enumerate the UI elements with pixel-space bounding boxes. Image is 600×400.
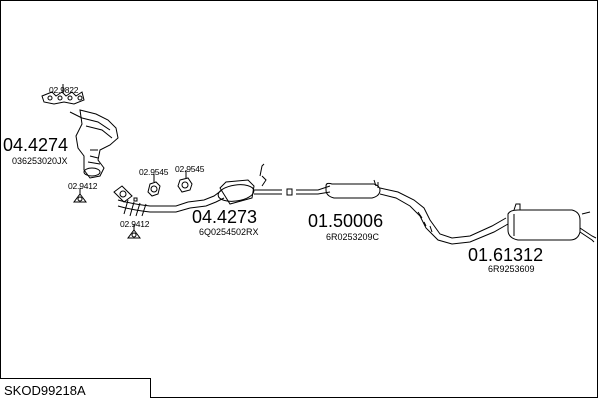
- part-number-gasket-left: 02.9412: [68, 181, 98, 191]
- reference-box: SKOD99218A: [0, 378, 151, 398]
- triangle-gasket-left-drawing: [73, 188, 87, 203]
- part-number-rear-silencer: 01.61312: [468, 245, 544, 265]
- small-clip-drawing: [133, 197, 138, 202]
- middle-silencer-drawing: [296, 179, 509, 245]
- oe-number-middle-silencer: 6R0253209C: [326, 232, 380, 242]
- triangle-gasket-lower-drawing: [127, 224, 141, 239]
- sealing-ring-2-drawing: [177, 170, 193, 193]
- flex-joint-drawing: [113, 185, 133, 203]
- manifold-gasket-drawing: [41, 84, 85, 105]
- part-number-gasket-manifold: 02.9822: [49, 85, 79, 95]
- rear-silencer-drawing: [507, 203, 597, 243]
- oe-number-front-pipe-catalyst: 6Q0254502RX: [199, 227, 259, 237]
- oe-number-rear-silencer: 6R9253609: [488, 264, 535, 274]
- part-number-manifold-catalyst: 04.4274: [3, 135, 69, 155]
- pipe-clamp-drawing: [286, 188, 293, 196]
- front-pipe-catalyst-drawing: [117, 163, 282, 217]
- part-number-ring-1: 02.9545: [139, 167, 169, 177]
- part-number-front-pipe-catalyst: 04.4273: [192, 207, 258, 227]
- oe-number-manifold-catalyst: 036253020JX: [12, 156, 68, 166]
- part-number-ring-2: 02.9545: [175, 164, 205, 174]
- part-number-middle-silencer: 01.50006: [308, 211, 384, 231]
- reference-code: SKOD99218A: [4, 383, 86, 398]
- sealing-ring-1-drawing: [147, 174, 161, 197]
- manifold-catalyst-drawing: [69, 109, 119, 179]
- part-number-gasket-lower: 02.9412: [120, 219, 150, 229]
